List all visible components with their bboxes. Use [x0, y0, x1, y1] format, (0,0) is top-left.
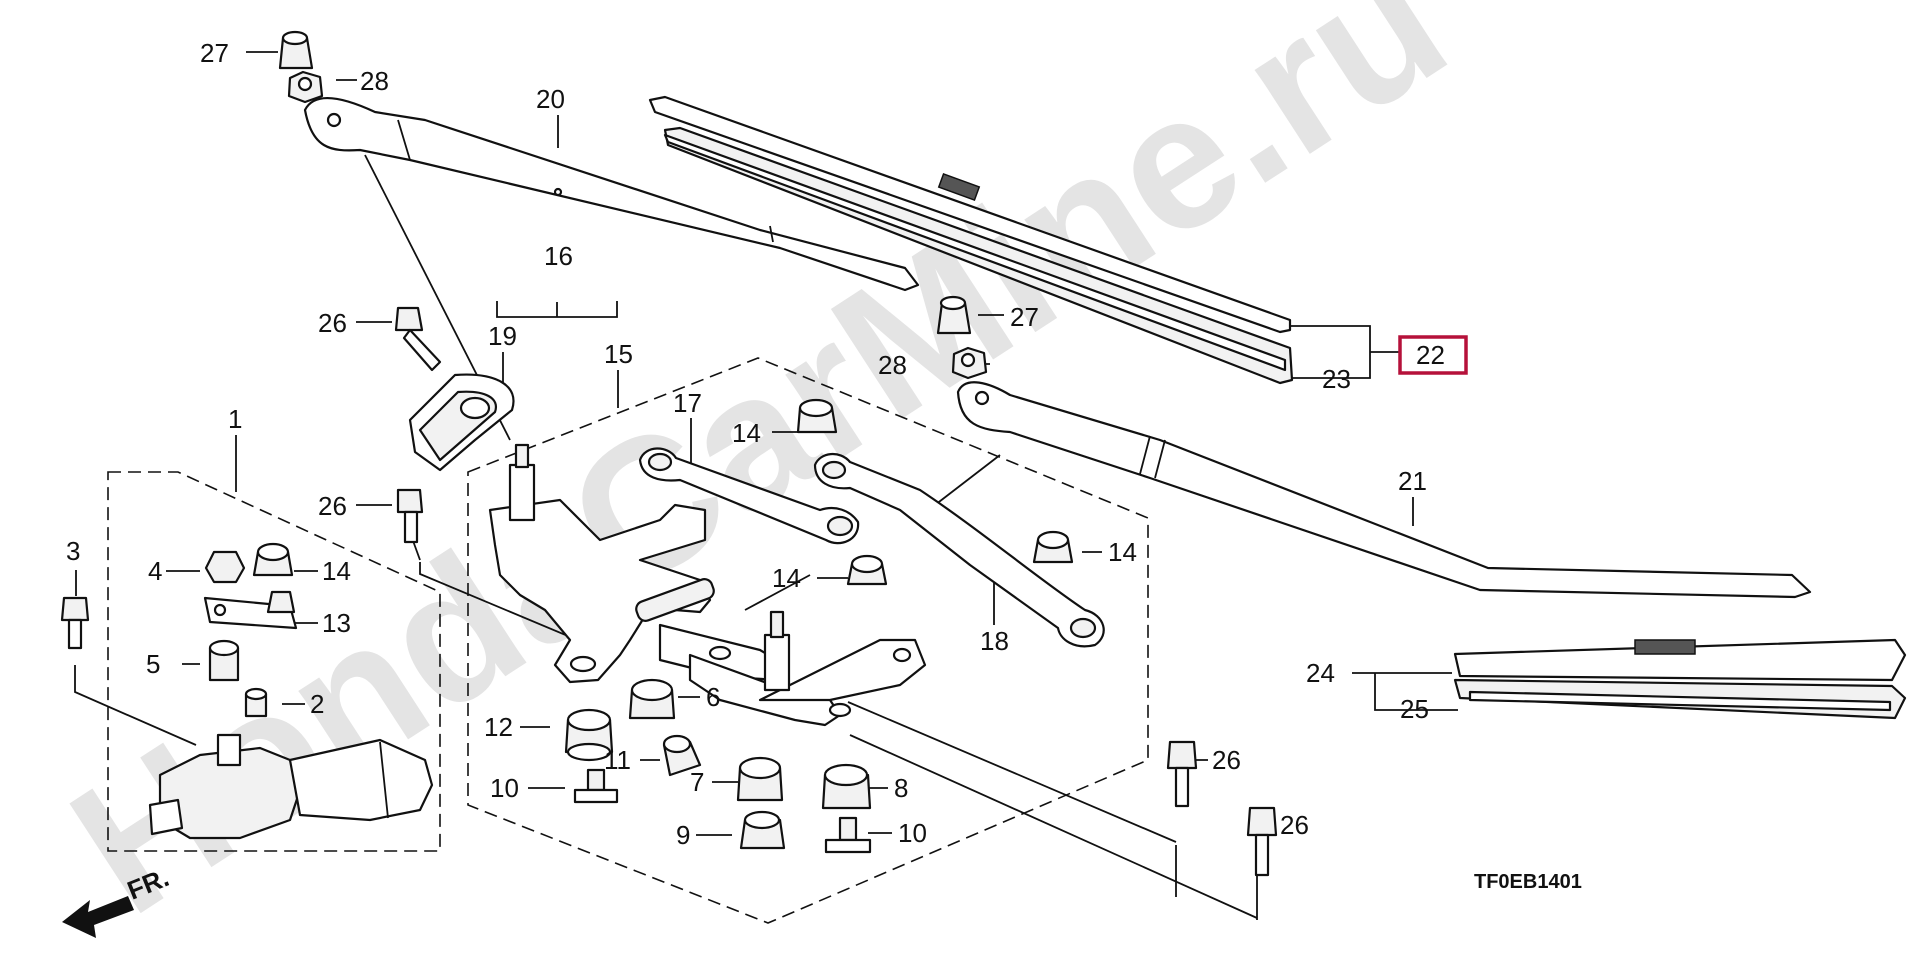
- label-18: 18: [980, 626, 1009, 656]
- bolt-11: [662, 734, 702, 777]
- label-19: 19: [488, 321, 517, 351]
- nut-cap-27-upper: [278, 30, 314, 70]
- label-26-b: 26: [318, 491, 347, 521]
- grommet-8: [821, 763, 872, 810]
- driver-wiper-arm: [303, 96, 920, 292]
- nut-28-lower: [951, 346, 988, 380]
- label-28-upper: 28: [360, 66, 389, 96]
- leader-lines: [74, 51, 1458, 920]
- bolt-10-left: [573, 768, 619, 804]
- link-rod-18: [813, 453, 1105, 648]
- label-26-d: 26: [1280, 810, 1309, 840]
- bushing-14-d: [252, 542, 294, 577]
- nut-28-upper: [287, 70, 324, 104]
- label-27-upper: 27: [200, 38, 229, 68]
- pivot-cap-19: [408, 373, 515, 472]
- label-13: 13: [322, 608, 351, 638]
- bracket-13: [203, 590, 298, 630]
- bolt-3: [60, 596, 90, 650]
- nut-cap-27-lower: [936, 295, 972, 335]
- label-11: 11: [604, 745, 631, 775]
- bushing-14-c: [846, 554, 888, 586]
- grommet-12: [564, 708, 614, 762]
- label-14-b: 14: [1108, 537, 1137, 567]
- grommet-6: [628, 678, 676, 720]
- pivot-shaft-right: [763, 610, 791, 692]
- label-4: 4: [148, 556, 162, 586]
- label-16: 16: [544, 241, 573, 271]
- label-1: 1: [228, 404, 242, 434]
- label-20: 20: [536, 84, 565, 114]
- wiper-linkage-frame: [488, 498, 927, 727]
- pivot-shaft-left: [508, 443, 536, 522]
- highlight-part-22: [1398, 335, 1468, 375]
- bolt-26-c: [1166, 740, 1198, 808]
- label-10-right: 10: [898, 818, 927, 848]
- spacer-5: [208, 639, 240, 682]
- label-6: 6: [706, 682, 720, 712]
- label-25: 25: [1400, 694, 1429, 724]
- label-21: 21: [1398, 466, 1427, 496]
- bushing-14-b: [1032, 530, 1074, 564]
- label-12: 12: [484, 712, 513, 742]
- label-14-c: 14: [772, 563, 801, 593]
- label-9: 9: [676, 820, 690, 850]
- driver-wiper-blade: [648, 95, 1294, 385]
- collar-9: [739, 810, 786, 850]
- bolt-26-b: [396, 488, 424, 544]
- part-labels: 27 28 20 16 26 19 15 1 17 14 27 28 22 23…: [66, 38, 1445, 850]
- bolt-26-d: [1246, 806, 1278, 877]
- label-26-c: 26: [1212, 745, 1241, 775]
- wiper-motor: [148, 733, 434, 840]
- label-28-lower: 28: [878, 350, 907, 380]
- passenger-wiper-arm: [956, 381, 1812, 599]
- label-10-left: 10: [490, 773, 519, 803]
- label-22: 22: [1416, 340, 1445, 370]
- motor-assembly-box: [107, 471, 441, 852]
- collar-2: [244, 687, 268, 718]
- nut-4: [204, 550, 246, 584]
- bolt-10-right: [824, 816, 872, 854]
- label-27-lower: 27: [1010, 302, 1039, 332]
- linkage-assembly-box: [467, 357, 1149, 924]
- label-26-a: 26: [318, 308, 347, 338]
- label-17: 17: [673, 388, 702, 418]
- label-14-d: 14: [322, 556, 351, 586]
- link-rod-17: [638, 447, 860, 545]
- diagram-code: TF0EB1401: [1474, 871, 1582, 893]
- label-14-a: 14: [732, 418, 761, 448]
- label-7: 7: [690, 767, 704, 797]
- bushing-14-a: [796, 398, 838, 434]
- bolt-26-a: [394, 306, 442, 372]
- front-direction-arrow: [62, 896, 134, 938]
- label-23: 23: [1322, 364, 1351, 394]
- label-5: 5: [146, 649, 160, 679]
- label-24: 24: [1306, 658, 1335, 688]
- passenger-wiper-blade: [1453, 638, 1907, 720]
- label-3: 3: [66, 536, 80, 566]
- grommet-7: [736, 756, 784, 802]
- label-8: 8: [894, 773, 908, 803]
- label-2: 2: [310, 689, 324, 719]
- label-15: 15: [604, 339, 633, 369]
